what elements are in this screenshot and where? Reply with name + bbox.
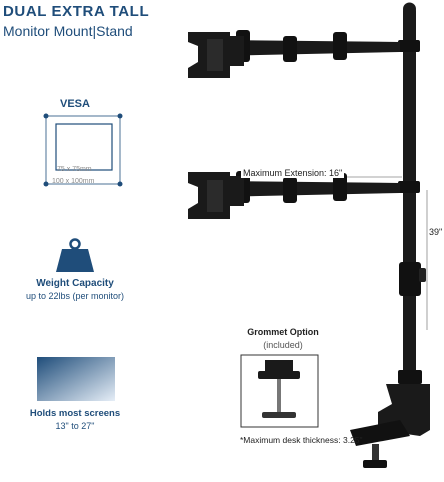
desk-thickness-label: *Maximum desk thickness: 3.25" (240, 435, 363, 445)
weight-icon (56, 238, 94, 272)
maximum-extension-label: Maximum Extension: 16" (241, 168, 345, 178)
grommet-subtitle: (included) (263, 340, 303, 350)
product-subtitle: Monitor Mount|Stand (3, 23, 133, 39)
holds-screens-subtitle: 13" to 27" (55, 421, 95, 431)
monitor-mount-illustration (188, 2, 430, 468)
height-label: 39" (429, 227, 443, 237)
weight-capacity-title: Weight Capacity (36, 278, 114, 289)
product-title: DUAL EXTRA TALL (3, 3, 150, 20)
grommet-title: Grommet Option (247, 327, 319, 337)
vesa-diagram-icon (43, 113, 123, 187)
vesa-title: VESA (60, 98, 90, 110)
vesa-outer-size: 100 x 100mm (52, 178, 95, 185)
screen-icon (37, 357, 115, 401)
holds-screens-title: Holds most screens (29, 408, 121, 419)
weight-capacity-subtitle: up to 22lbs (per monitor) (25, 291, 125, 301)
vesa-inner-size: 75 x 75mm (57, 166, 92, 173)
